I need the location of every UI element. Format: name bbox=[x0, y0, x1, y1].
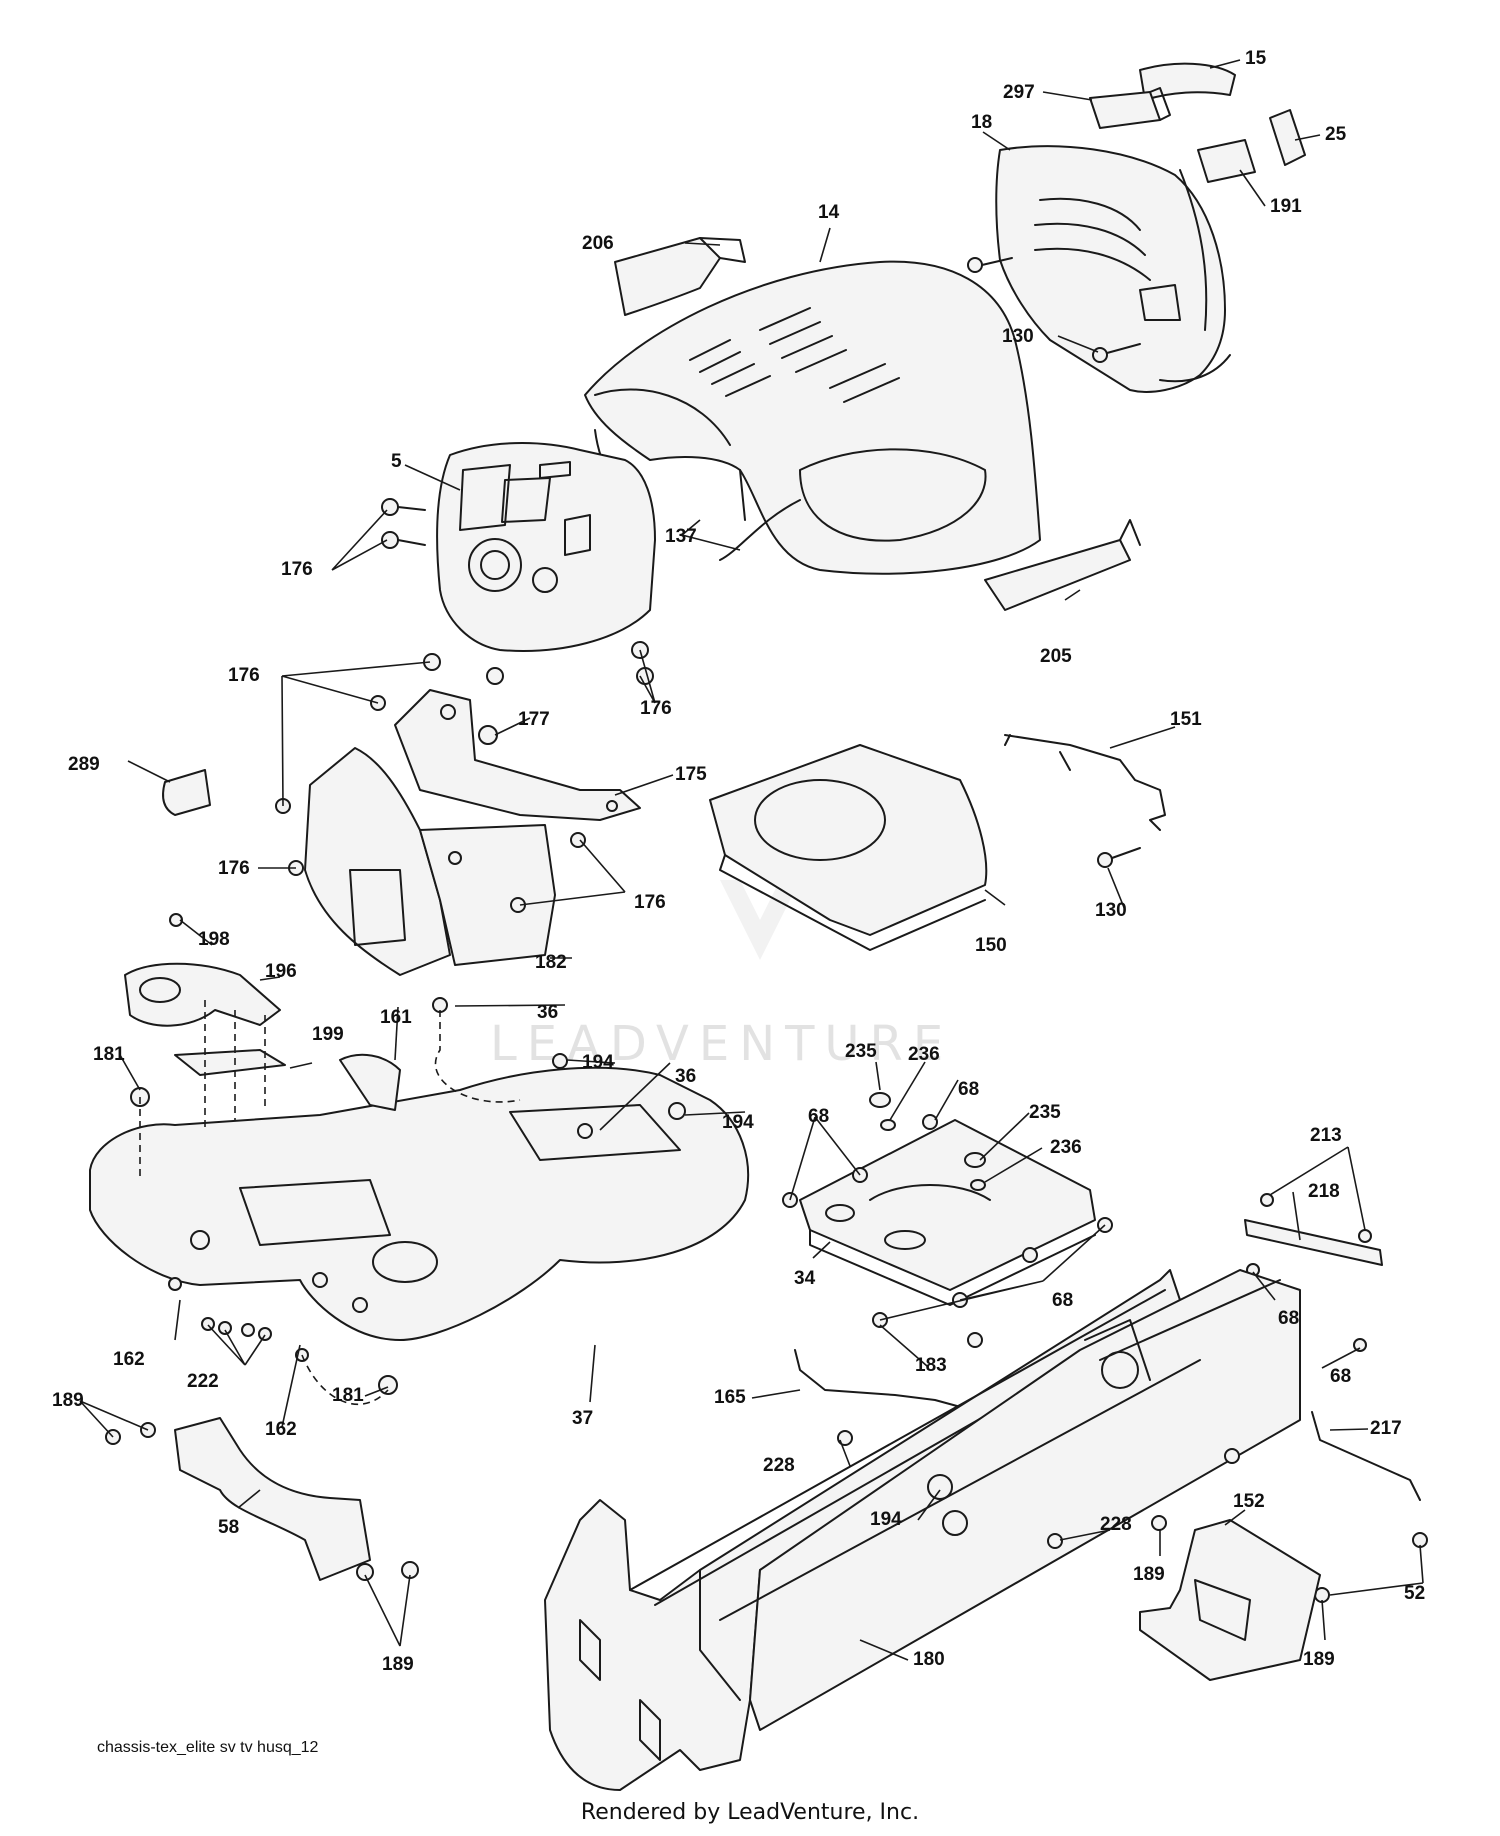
callout-206: 206 bbox=[582, 233, 614, 254]
callout-181: 181 bbox=[332, 1385, 364, 1406]
callout-289: 289 bbox=[68, 754, 100, 775]
bracket-58 bbox=[174, 1417, 371, 1581]
callout-189: 189 bbox=[1133, 1564, 1165, 1585]
callout-36: 36 bbox=[537, 1002, 558, 1023]
callout-218: 218 bbox=[1308, 1181, 1340, 1202]
mount-plate-34 bbox=[799, 1119, 1096, 1306]
seat-rail-196 bbox=[124, 962, 281, 1027]
callout-228: 228 bbox=[1100, 1514, 1132, 1535]
callout-222: 222 bbox=[187, 1371, 219, 1392]
callout-194: 194 bbox=[870, 1509, 902, 1530]
callout-198: 198 bbox=[198, 929, 230, 950]
screw-icon bbox=[1097, 847, 1141, 868]
callout-68: 68 bbox=[1052, 1290, 1073, 1311]
callout-36: 36 bbox=[675, 1066, 696, 1087]
hood-bracket-206 bbox=[614, 237, 746, 316]
callout-58: 58 bbox=[218, 1517, 239, 1538]
callout-181: 181 bbox=[93, 1044, 125, 1065]
callout-297: 297 bbox=[1003, 82, 1035, 103]
callout-176: 176 bbox=[640, 698, 672, 719]
callout-189: 189 bbox=[382, 1654, 414, 1675]
callout-175: 175 bbox=[675, 764, 707, 785]
callout-180: 180 bbox=[913, 1649, 945, 1670]
callout-196: 196 bbox=[265, 961, 297, 982]
callout-177: 177 bbox=[518, 709, 550, 730]
grille-block-297 bbox=[1089, 87, 1171, 129]
callout-68: 68 bbox=[958, 1079, 979, 1100]
callout-176: 176 bbox=[218, 858, 250, 879]
callout-25: 25 bbox=[1325, 124, 1347, 145]
cupholder-289 bbox=[162, 769, 211, 816]
grille-clip-25 bbox=[1269, 109, 1306, 166]
callout-182: 182 bbox=[535, 952, 567, 973]
callout-189: 189 bbox=[1303, 1649, 1335, 1670]
callout-15: 15 bbox=[1245, 48, 1267, 69]
callout-165: 165 bbox=[714, 1387, 746, 1408]
callout-68: 68 bbox=[1278, 1308, 1299, 1329]
dash-support-182 bbox=[304, 747, 556, 976]
hood-part bbox=[584, 260, 1041, 575]
callout-189: 189 bbox=[52, 1390, 84, 1411]
steering-bracket-175 bbox=[394, 689, 641, 821]
callout-5: 5 bbox=[391, 451, 402, 472]
callout-176: 176 bbox=[634, 892, 666, 913]
bracket-151 bbox=[1004, 734, 1166, 831]
grille-block-191 bbox=[1197, 139, 1256, 183]
callout-162: 162 bbox=[113, 1349, 145, 1370]
callout-130: 130 bbox=[1002, 326, 1034, 347]
credit-text: Rendered by LeadVenture, Inc. bbox=[580, 1800, 920, 1825]
callout-183: 183 bbox=[915, 1355, 947, 1376]
callout-18: 18 bbox=[971, 112, 992, 133]
callout-162: 162 bbox=[265, 1419, 297, 1440]
grille-part bbox=[995, 145, 1231, 393]
nut-icon bbox=[478, 725, 498, 745]
callout-236: 236 bbox=[1050, 1137, 1082, 1158]
callout-34: 34 bbox=[794, 1268, 816, 1289]
callout-235: 235 bbox=[845, 1041, 877, 1062]
callout-151: 151 bbox=[1170, 709, 1202, 730]
leader-lines bbox=[79, 59, 1424, 1661]
callout-37: 37 bbox=[572, 1408, 593, 1429]
callout-150: 150 bbox=[975, 935, 1007, 956]
callout-161: 161 bbox=[380, 1007, 412, 1028]
callout-205: 205 bbox=[1040, 646, 1072, 667]
plate-150 bbox=[709, 744, 988, 951]
callout-68: 68 bbox=[1330, 1366, 1351, 1387]
callout-228: 228 bbox=[763, 1455, 795, 1476]
callout-191: 191 bbox=[1270, 196, 1302, 217]
dash-panel-part bbox=[436, 442, 656, 652]
callout-213: 213 bbox=[1310, 1125, 1342, 1146]
knob-161 bbox=[339, 1053, 401, 1111]
callout-152: 152 bbox=[1233, 1491, 1265, 1512]
callout-236: 236 bbox=[908, 1044, 940, 1065]
shield-152 bbox=[1139, 1519, 1321, 1681]
callout-194: 194 bbox=[722, 1112, 754, 1133]
frame-180 bbox=[544, 1269, 1301, 1791]
callout-194: 194 bbox=[582, 1052, 614, 1073]
hood-trim-205 bbox=[984, 519, 1141, 611]
callout-235: 235 bbox=[1029, 1102, 1061, 1123]
callout-137: 137 bbox=[665, 526, 697, 547]
fender-part bbox=[89, 1066, 750, 1341]
callout-52: 52 bbox=[1404, 1583, 1425, 1604]
callout-labels: 15 297 18 25 191 14 206 130 5 176 137 20… bbox=[52, 48, 1425, 1675]
callout-68: 68 bbox=[808, 1106, 829, 1127]
callout-199: 199 bbox=[312, 1024, 344, 1045]
screw-icon bbox=[967, 257, 1141, 363]
callout-130: 130 bbox=[1095, 900, 1127, 921]
callout-217: 217 bbox=[1370, 1418, 1402, 1439]
diagram-file-name: chassis-tex_elite sv tv husq_12 bbox=[97, 1739, 319, 1756]
callout-176: 176 bbox=[228, 665, 260, 686]
seat-plate-199 bbox=[174, 1049, 286, 1076]
bracket-218 bbox=[1244, 1219, 1383, 1266]
callout-14: 14 bbox=[818, 202, 840, 223]
callout-176: 176 bbox=[281, 559, 313, 580]
grille-cap-15 bbox=[1139, 62, 1236, 101]
rod-217 bbox=[1311, 1411, 1421, 1501]
bolt-icon bbox=[1246, 1193, 1372, 1352]
spacer-icon bbox=[869, 1092, 986, 1191]
nut-icon bbox=[927, 1448, 1428, 1548]
hood-vents bbox=[689, 307, 900, 403]
